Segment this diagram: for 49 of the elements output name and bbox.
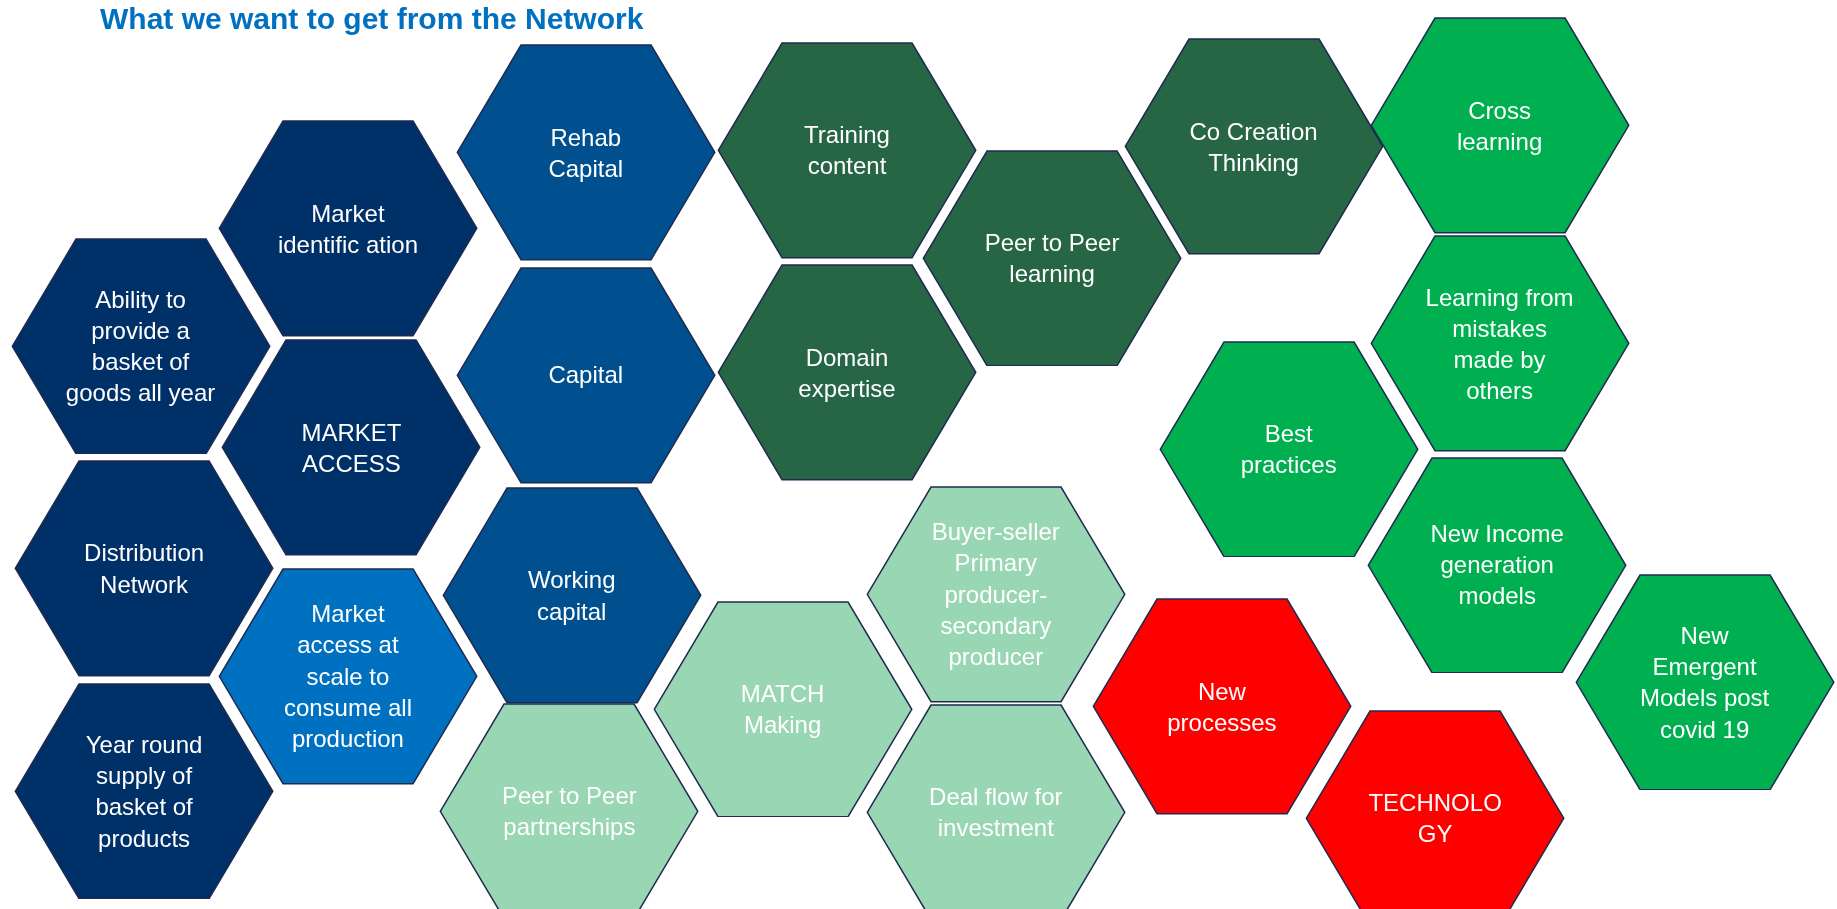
tile-label: Year round supply of basket of products [84, 729, 204, 854]
tile-label: Cross learning [1455, 95, 1544, 157]
title: What we want to get from the Network [100, 2, 644, 36]
hexagon-tile [1367, 456, 1628, 674]
tile-label: Training content [803, 120, 891, 182]
hexagon-tile [652, 600, 913, 818]
tile-label: Domain expertise [797, 342, 897, 404]
hexagon-tile [14, 460, 275, 677]
hexagon-tile [1091, 598, 1352, 816]
tile-label: Rehab Capital [547, 122, 625, 184]
tile-label: Peer to Peer learning [983, 227, 1121, 289]
hexagon-tile [455, 266, 716, 484]
tile-label: Best practices [1239, 418, 1338, 480]
tile-label: Deal flow for investment [928, 781, 1064, 844]
hexagon-tile [1123, 38, 1384, 256]
tile-label: Market access at scale to consume all production [282, 599, 413, 755]
tile-label: New Income generation models [1429, 519, 1565, 612]
hexagon-tile [717, 41, 978, 259]
tile-label: MATCH Making [739, 678, 826, 741]
hexagon-tile [221, 339, 482, 557]
hexagon-tile [1369, 17, 1630, 234]
tile-label: Peer to Peer partnerships [501, 780, 638, 842]
hexagon-tile [1158, 340, 1419, 558]
hexagon-tile [1574, 573, 1835, 791]
tile-label: TECHNOLO GY [1367, 787, 1503, 849]
hexagon-tile [217, 567, 478, 785]
hexagon-tile [10, 237, 271, 455]
hexagon-tile [922, 149, 1183, 367]
hexagon-tile [14, 682, 275, 900]
hexagon-tile [1305, 709, 1566, 909]
hexagon-tile [865, 485, 1126, 703]
tile-label: MARKET ACCESS [300, 417, 403, 479]
tile-label: Capital [547, 360, 625, 391]
tile-label: Learning from mistakes made by others [1424, 282, 1575, 406]
tile-label: Co Creation Thinking [1188, 116, 1319, 178]
tile-label: Working capital [526, 565, 617, 627]
hexagon-tile [1369, 235, 1630, 452]
tile-label: Ability to provide a basket of goods all year [65, 284, 216, 409]
tile-label: New processes [1166, 676, 1278, 738]
hexagon-tile [455, 44, 716, 261]
hexagon-tile [441, 487, 702, 704]
tile-label: Distribution Network [83, 538, 206, 600]
hexagon-tile [217, 120, 478, 338]
tile-label: New Emergent Models post covid 19 [1638, 620, 1771, 745]
hexagon-tile [865, 703, 1126, 909]
hexagon-tile [439, 702, 700, 909]
tile-label: Market identific ation [276, 198, 419, 260]
hexagon-tile [717, 264, 978, 482]
tile-label: Buyer-seller Primary producer-secondary producer [930, 517, 1061, 673]
